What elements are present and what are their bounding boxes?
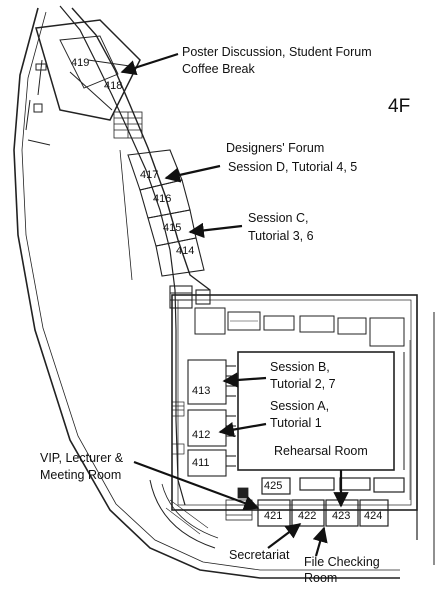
room-417: 417 [140,169,158,181]
room-422: 422 [298,510,316,522]
room-414: 414 [176,245,194,257]
room-413: 413 [192,385,210,397]
annotation-file-checking-line2: Room [304,571,337,585]
main-block-interior [149,307,411,549]
arrow-to-file-checking [312,526,328,557]
room-412: 412 [192,429,210,441]
annotation-session-c-line2: Tutorial 3, 6 [248,229,314,243]
annotation-vip-line1: VIP, Lecturer & [40,451,124,465]
arrow-to-413 [222,372,267,388]
annotation-session-a-line2: Tutorial 1 [270,416,322,430]
annotation-poster-line2: Coffee Break [182,62,255,76]
arrow-to-415 [188,222,243,239]
room-labels: 419 418 417 416 415 414 413 412 411 425 … [71,57,382,522]
room-411: 411 [192,457,210,469]
annotation-session-b-line1: Session B, [270,360,330,374]
annotation-session-c-line1: Session C, [248,211,308,225]
arrow-to-secretariat [267,523,302,549]
annotation-rehearsal-room: Rehearsal Room [274,444,368,458]
annotation-vip-line2: Meeting Room [40,468,121,482]
arrow-to-421 [133,460,260,511]
room-418: 418 [104,80,122,92]
annotations: Poster Discussion, Student Forum Coffee … [40,45,380,585]
room-423: 423 [332,510,350,522]
annotation-arrows [120,52,349,557]
room-424: 424 [364,510,382,522]
annotation-designers-line2: Session D, Tutorial 4, 5 [228,160,357,174]
room-415: 415 [163,222,181,234]
annotation-session-a-line1: Session A, [270,399,329,413]
arrow-to-412 [218,422,267,438]
annotation-session-b-line2: Tutorial 2, 7 [270,377,336,391]
annotation-file-checking-line1: File Checking [304,555,380,569]
building-outline [13,5,435,579]
room-419: 419 [71,57,89,69]
floor-label: 4F [388,96,410,117]
room-425: 425 [264,480,282,492]
annotation-poster-line1: Poster Discussion, Student Forum [182,45,372,59]
annotation-designers-line1: Designers' Forum [226,141,324,155]
annotation-secretariat: Secretariat [229,548,290,562]
room-416: 416 [153,193,171,205]
arrow-to-417 [164,164,221,183]
room-421: 421 [264,510,282,522]
arrow-to-418 [120,52,179,76]
